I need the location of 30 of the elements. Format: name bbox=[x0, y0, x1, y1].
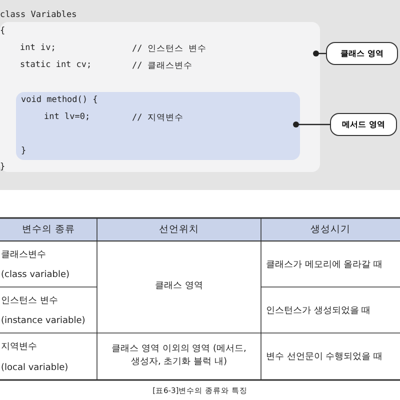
column-header: 변수의 종류 bbox=[20, 223, 76, 236]
cell-text: 인스턴스가 생성되었을 때 bbox=[266, 305, 371, 317]
callout-box: 클래스 영역 bbox=[326, 42, 398, 65]
cell-text: 지역변수 bbox=[1, 341, 37, 353]
callout-box: 메서드 영역 bbox=[330, 113, 397, 136]
code-line: static int cv; bbox=[20, 60, 92, 70]
cell-text: (local variable) bbox=[1, 363, 68, 373]
leader-line bbox=[293, 122, 330, 128]
code-comment: // 지역변수 bbox=[132, 112, 184, 124]
code-comment: // 인스턴스 변수 bbox=[132, 43, 206, 55]
cell-text: 클래스변수 bbox=[1, 249, 46, 261]
code-line: } bbox=[21, 146, 26, 156]
cell-text: 클래스 영역 bbox=[154, 280, 204, 292]
cell-text: 변수 선언문이 수행되었을 때 bbox=[266, 351, 383, 363]
code-line: int lv=0; bbox=[44, 112, 90, 122]
column-header: 생성시기 bbox=[310, 223, 352, 236]
cell-text: (instance variable) bbox=[1, 316, 86, 326]
column-header: 선언위치 bbox=[158, 223, 200, 236]
code-line: { bbox=[0, 26, 6, 36]
code-line: void method() { bbox=[21, 95, 98, 105]
code-line: } bbox=[0, 162, 6, 172]
leader-line bbox=[313, 50, 326, 56]
cell-text: 인스턴스 변수 bbox=[1, 295, 58, 307]
cell-text: 클래스가 메모리에 올라갈 때 bbox=[266, 259, 383, 271]
code-comment: // 클래스변수 bbox=[132, 60, 192, 72]
code-heading: class Variables bbox=[0, 10, 77, 20]
cell-text: (class variable) bbox=[1, 270, 70, 280]
code-line: int iv; bbox=[20, 43, 56, 53]
method-area-panel bbox=[16, 92, 300, 160]
cell-text: 클래스 영역 이외의 영역 (메서드, 생성자, 초기화 블럭 내) bbox=[110, 343, 248, 369]
